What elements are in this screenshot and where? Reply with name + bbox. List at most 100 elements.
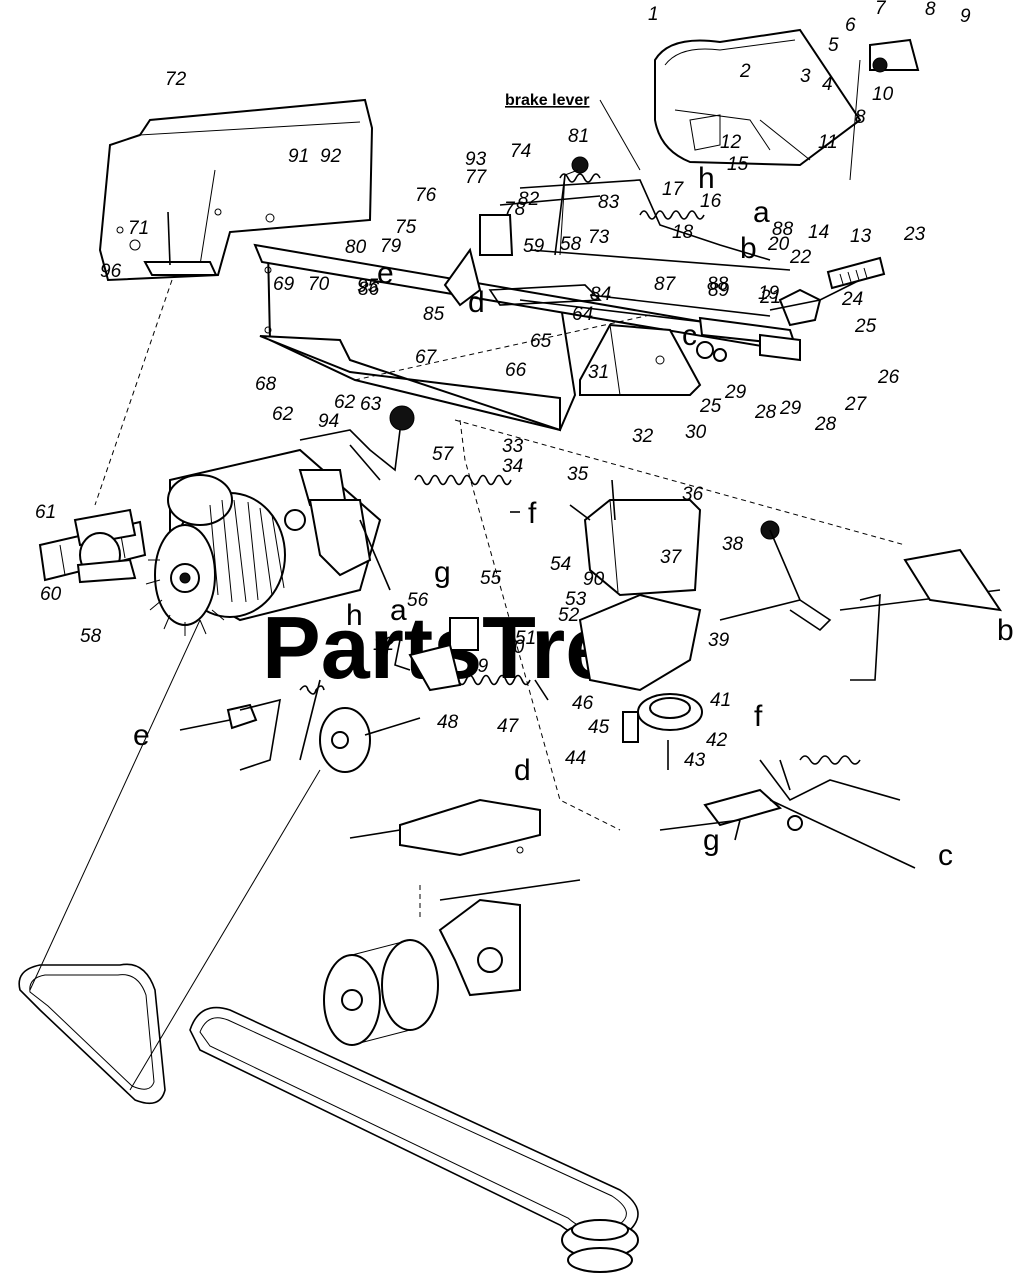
part-number: 9 <box>960 6 971 27</box>
part-number: 68 <box>255 374 277 395</box>
part-number: 77 <box>465 167 488 188</box>
bracket-46-pulley-41 <box>578 593 703 770</box>
part-number: 24 <box>841 289 863 310</box>
part-number: 78 <box>504 199 526 220</box>
part-number: 88 <box>707 274 729 295</box>
part-number: 29 <box>724 382 747 403</box>
part-number: 22 <box>789 247 812 268</box>
bracket-30 <box>579 323 702 396</box>
part-number: 11 <box>818 132 838 153</box>
part-number: 34 <box>502 456 523 477</box>
part-number: 12 <box>720 132 742 153</box>
part-number: 53 <box>565 589 587 610</box>
annotation-brake-lever: brake lever <box>505 92 590 109</box>
part-number: 19 <box>758 283 780 304</box>
part-number: 28 <box>754 402 777 423</box>
part-number: 81 <box>568 126 589 147</box>
part-number: 92 <box>320 146 342 167</box>
part-number: 3 <box>800 66 811 87</box>
part-number: 33 <box>502 436 524 457</box>
pulley-bracket-center <box>323 879 581 1046</box>
part-number: 32 <box>632 426 654 447</box>
part-number: 28 <box>814 414 837 435</box>
part-number: 66 <box>505 360 527 381</box>
part-number: 25 <box>699 396 722 417</box>
part-number: 65 <box>530 331 552 352</box>
connector-letter: b <box>997 614 1014 647</box>
idler-arm-left <box>179 679 421 773</box>
part-number: 90 <box>583 569 605 590</box>
connector-letter: a <box>753 196 770 229</box>
part-number: 50 <box>503 637 525 658</box>
part-number: 14 <box>808 222 829 243</box>
connector-letter: c <box>938 839 953 872</box>
part-number: 73 <box>588 227 610 248</box>
connector-letter: g <box>703 824 720 857</box>
part-number: 69 <box>273 274 295 295</box>
part-number: 1 <box>648 4 659 25</box>
part-number: 94 <box>318 411 339 432</box>
part-number: 89 <box>708 280 730 301</box>
connector-letter: e <box>377 257 394 290</box>
part-number: 95 <box>357 276 379 297</box>
part-number: 41 <box>710 690 731 711</box>
part-number: 23 <box>903 224 926 245</box>
part-number: 91 <box>288 146 309 167</box>
part-number: 36 <box>682 484 704 505</box>
part-number: 70 <box>308 274 330 295</box>
part-number: 56 <box>407 590 429 611</box>
part-number: 64 <box>572 304 593 325</box>
brake-linkage <box>443 156 791 307</box>
drive-handle-23-24 <box>769 256 886 311</box>
part-number: 31 <box>588 362 609 383</box>
reference-lines <box>29 59 906 1091</box>
part-number: 96 <box>100 261 122 282</box>
frame-rail <box>253 243 787 432</box>
part-number: 8 <box>925 0 936 20</box>
connector-letter: d <box>514 754 531 787</box>
part-number: 76 <box>415 185 437 206</box>
part-number: 44 <box>565 748 586 769</box>
part-number: 17 <box>662 179 685 200</box>
connector-letter: f <box>754 700 763 733</box>
axle-61 <box>38 508 147 584</box>
part-number: 12 <box>373 634 395 655</box>
steering-shaft <box>519 288 822 362</box>
part-number: 72 <box>165 69 187 90</box>
part-number: 85 <box>423 304 445 325</box>
part-number: 5 <box>828 35 839 56</box>
part-number: 20 <box>767 234 790 255</box>
part-number: 15 <box>727 154 749 175</box>
connector-letter: a <box>390 594 407 627</box>
part-number: 71 <box>128 218 149 239</box>
part-number: 93 <box>465 149 487 170</box>
part-number: 62 <box>272 404 294 425</box>
part-number: 63 <box>360 394 382 415</box>
part-number: 80 <box>345 237 367 258</box>
connector-letter: b <box>740 232 757 265</box>
part-number: 86 <box>358 279 380 300</box>
connector-letter: c <box>682 319 697 352</box>
part-number: 29 <box>779 398 802 419</box>
connection-letters: a a b b c c d d e e f f g g h h <box>133 162 1014 872</box>
part-number: 83 <box>598 192 620 213</box>
part-number: 42 <box>706 730 728 751</box>
part-number: 74 <box>510 141 531 162</box>
part-number: 16 <box>700 191 722 212</box>
part-number: 75 <box>395 217 417 238</box>
shift-lever-62-63 <box>299 405 415 591</box>
part-number: 7 <box>875 0 887 19</box>
part-number: 10 <box>872 84 894 105</box>
part-number: 79 <box>380 236 402 257</box>
dash-panel-72 <box>98 98 374 282</box>
part-numbers: 1 2 3 4 5 6 7 8 8 9 10 11 12 12 13 14 15… <box>35 0 971 771</box>
fender-hood <box>654 28 920 167</box>
connector-letter: h <box>346 599 363 632</box>
part-number: 87 <box>654 274 677 295</box>
part-number: 54 <box>550 554 571 575</box>
part-number: 62 <box>334 392 356 413</box>
part-number: 39 <box>708 630 730 651</box>
part-number: 25 <box>854 316 877 337</box>
part-number: 8 <box>855 107 866 128</box>
